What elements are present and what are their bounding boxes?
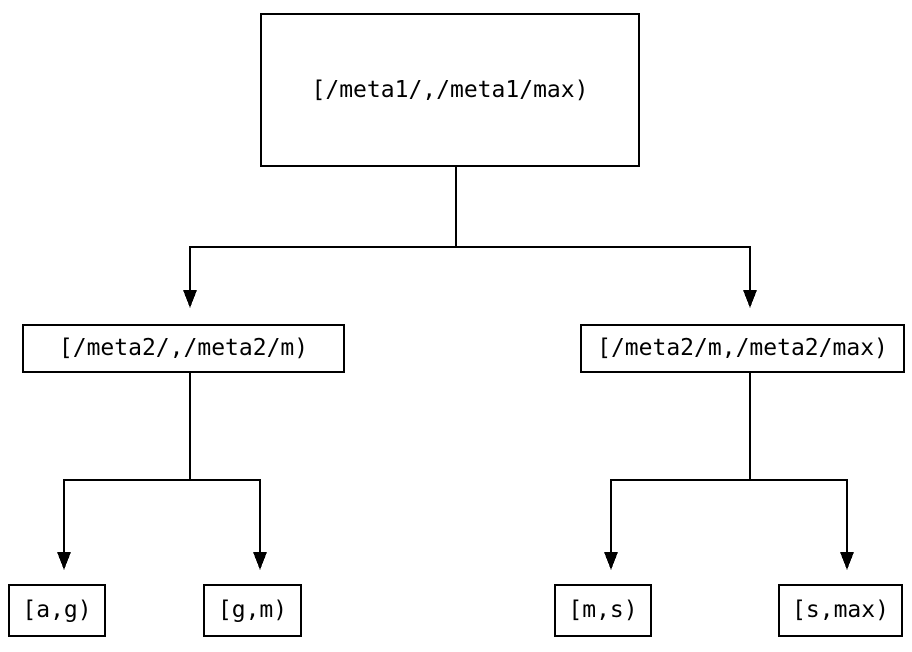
node-leaf-m-s: [m,s) xyxy=(554,584,652,637)
node-leaf-s-max: [s,max) xyxy=(778,584,903,637)
arrowhead-leaf-ms-icon xyxy=(604,552,618,570)
node-root: [/meta1/,/meta1/max) xyxy=(260,13,640,167)
arrowhead-leaf-ag-icon xyxy=(57,552,71,570)
arrowhead-mid-left-icon xyxy=(183,290,197,308)
node-meta2-right: [/meta2/m,/meta2/max) xyxy=(580,324,905,373)
node-leaf-a-g: [a,g) xyxy=(8,584,106,637)
node-meta2-left: [/meta2/,/meta2/m) xyxy=(22,324,345,373)
arrowhead-leaf-gm-icon xyxy=(253,552,267,570)
arrowhead-mid-right-icon xyxy=(743,290,757,308)
node-leaf-g-m: [g,m) xyxy=(203,584,302,637)
arrowhead-leaf-smax-icon xyxy=(840,552,854,570)
